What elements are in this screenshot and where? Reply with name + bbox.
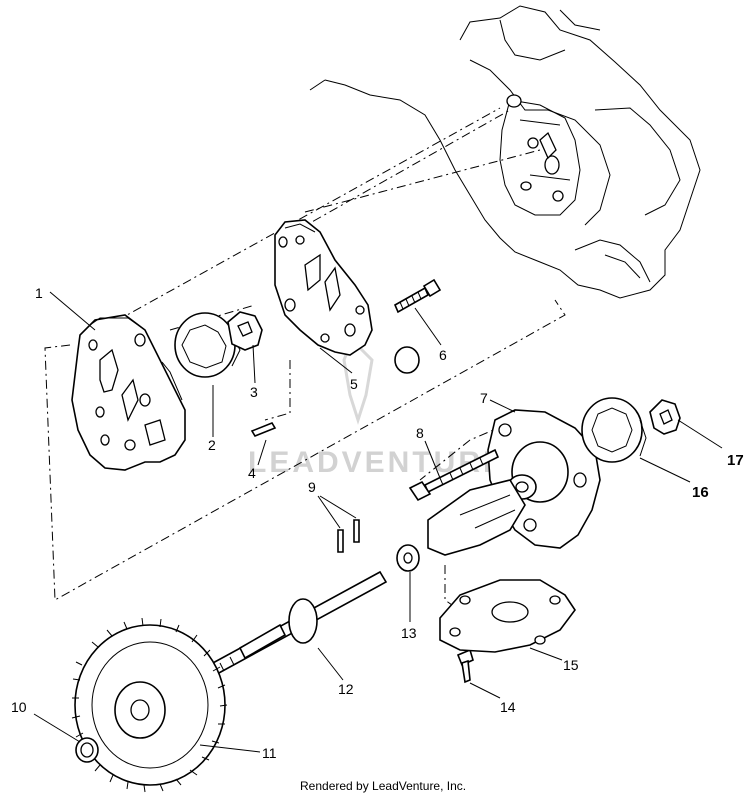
leader-lines	[33, 291, 723, 753]
outer-rotor-16	[581, 397, 647, 463]
callout-4: 4	[248, 465, 256, 481]
callout-13: 13	[401, 625, 417, 641]
watermark: LEADVENTURE	[248, 337, 506, 479]
pin-4	[250, 422, 277, 437]
bolt-8	[408, 448, 500, 502]
inner-rotor	[227, 311, 263, 351]
callout-9: 9	[308, 479, 316, 495]
gasket-15	[439, 579, 576, 653]
pump-body-plate	[71, 314, 186, 471]
callout-1: 1	[35, 285, 43, 301]
callout-5: 5	[350, 376, 358, 392]
callout-16: 16	[692, 484, 709, 501]
drive-gear	[71, 617, 228, 793]
callout-6: 6	[439, 347, 447, 363]
bolt-6	[393, 278, 442, 314]
washer-13	[396, 544, 420, 572]
footer-credit: Rendered by LeadVenture, Inc.	[300, 779, 466, 793]
circlip-10	[75, 737, 99, 763]
pins-9	[337, 519, 360, 553]
watermark-text: LEADVENTURE	[248, 446, 506, 479]
callout-10: 10	[11, 699, 27, 715]
screw-14	[456, 648, 474, 684]
callout-12: 12	[338, 681, 354, 697]
callout-7: 7	[480, 390, 488, 406]
inner-rotor-17	[649, 399, 681, 435]
oil-pickup-screen	[427, 479, 526, 556]
pump-cover-plate	[274, 219, 373, 356]
callout-labels: 1 2 3 4 5 6 7 8 9 10 11 12 13 14 15 16 1…	[11, 285, 744, 761]
callout-8: 8	[416, 425, 424, 441]
callout-15: 15	[563, 657, 579, 673]
callout-11: 11	[262, 745, 277, 761]
callout-3: 3	[250, 384, 258, 400]
washer	[394, 346, 420, 374]
callout-2: 2	[208, 437, 216, 453]
callout-17: 17	[727, 452, 744, 469]
engine-crankcase	[309, 5, 701, 299]
callout-14: 14	[500, 699, 516, 715]
drive-shaft	[198, 570, 388, 682]
